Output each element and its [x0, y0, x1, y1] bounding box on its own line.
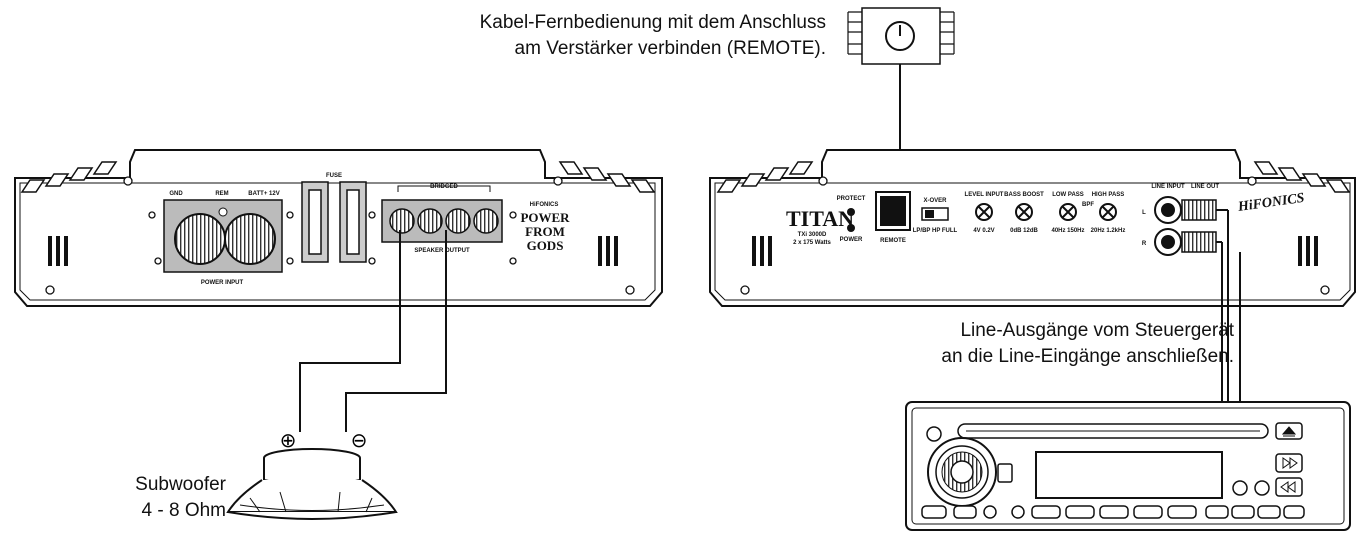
level-range: 4V 0.2V — [973, 228, 994, 234]
vent-slots-right — [1298, 236, 1318, 266]
control-knobs — [975, 203, 1117, 221]
level-label: LEVEL INPUT — [965, 192, 1004, 198]
rca-jacks — [1154, 196, 1182, 256]
bpf-label: BPF — [1082, 202, 1094, 208]
power-led — [847, 224, 855, 232]
xover-options: LP/BP HP FULL — [913, 228, 958, 234]
vent-slots-right — [598, 236, 618, 266]
rca-plugs — [1181, 199, 1228, 253]
bass-label: BASS BOOST — [1004, 192, 1044, 198]
model-name: TITAN — [786, 206, 854, 231]
subwoofer-caption-line2: 4 - 8 Ohm — [141, 500, 226, 521]
right-amplifier: TITAN TXi 3000D 2 x 175 Watts PROTECT PO… — [709, 149, 1356, 307]
channel-r-label: R — [1142, 241, 1147, 247]
heatsink-fins-left — [20, 161, 118, 193]
power-input-terminals — [163, 199, 283, 273]
heatsink-fins-right — [1253, 161, 1351, 193]
line-caption: Line-Ausgänge vom Steuergerät an die Lin… — [941, 318, 1234, 370]
remote-caption-line2: am Verstärker verbinden (REMOTE). — [514, 38, 826, 59]
subwoofer-plus-terminal: ⊕ — [280, 428, 297, 452]
bridged-label: BRIDGED — [430, 184, 458, 190]
speaker-output-label: SPEAKER OUTPUT — [414, 248, 470, 254]
power-label: POWER — [840, 237, 863, 243]
remote-label: REMOTE — [880, 238, 906, 244]
heatsink-fins-right — [558, 161, 656, 193]
subwoofer-caption-line1: Subwoofer — [135, 474, 226, 495]
model-sub2: 2 x 175 Watts — [793, 240, 831, 246]
model-sub: TXi 3000D — [798, 232, 827, 238]
speaker-wires — [299, 230, 447, 432]
line-out-label: LINE OUT — [1191, 184, 1219, 190]
remote-caption-line1: Kabel-Fernbedienung mit dem Anschluss — [479, 12, 826, 33]
volume-knob — [927, 437, 997, 507]
line-caption-line1: Line-Ausgänge vom Steuergerät — [960, 320, 1234, 341]
bass-range: 0dB 12dB — [1010, 228, 1038, 234]
heatsink-fins-left — [716, 161, 814, 193]
highpass-range: 20Hz 1.2kHz — [1091, 228, 1126, 234]
remote-bass-knob — [847, 7, 955, 65]
subwoofer-minus-terminal: ⊖ — [351, 428, 368, 452]
lowpass-range: 40Hz 150Hz — [1051, 228, 1084, 234]
batt-label: BATT+ 12V — [248, 191, 279, 197]
line-caption-line2: an die Line-Eingänge anschließen. — [941, 346, 1234, 367]
subwoofer — [226, 448, 398, 520]
channel-l-label: L — [1142, 210, 1146, 216]
rem-label: REM — [215, 191, 228, 197]
xover-label: X-OVER — [923, 198, 947, 204]
protect-led — [847, 208, 855, 216]
lowpass-label: LOW PASS — [1052, 192, 1084, 198]
left-brand-line3: GODS — [527, 238, 564, 253]
speaker-output-terminals — [381, 185, 503, 243]
head-unit — [905, 401, 1351, 531]
fuse-label: FUSE — [326, 173, 342, 179]
fuse-holders — [301, 181, 367, 263]
subwoofer-caption: Subwoofer 4 - 8 Ohm — [135, 472, 226, 524]
left-amplifier: GND REM BATT+ 12V POWER INPUT FUSE BRIDG… — [14, 149, 663, 307]
left-brand-small: HiFONICS — [530, 202, 559, 208]
left-brand-line1: POWER — [520, 210, 570, 225]
highpass-label: HIGH PASS — [1092, 192, 1125, 198]
display — [1035, 451, 1223, 499]
gnd-label: GND — [169, 191, 183, 197]
vent-slots-left — [752, 236, 772, 266]
preset-buttons — [921, 505, 1305, 519]
power-input-label: POWER INPUT — [201, 280, 244, 286]
protect-label: PROTECT — [837, 196, 866, 202]
rca-cables — [1221, 210, 1241, 405]
vent-slots-left — [48, 236, 68, 266]
remote-caption: Kabel-Fernbedienung mit dem Anschluss am… — [480, 10, 826, 62]
left-brand-line2: FROM — [525, 224, 565, 239]
line-input-label: LINE INPUT — [1151, 184, 1185, 190]
